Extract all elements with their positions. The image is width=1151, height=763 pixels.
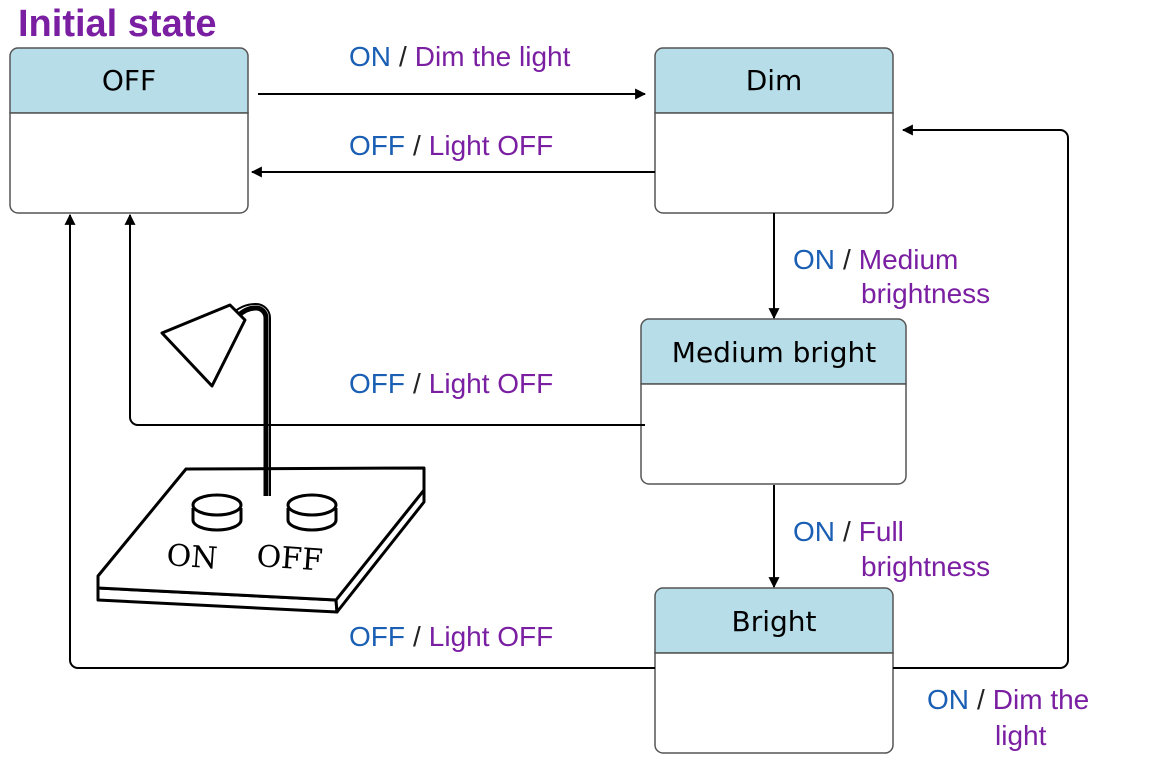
lamp-on-label: ON bbox=[165, 538, 218, 576]
state-medium-bright: Medium bright bbox=[640, 318, 907, 485]
lamp-illustration bbox=[96, 303, 426, 614]
label-bright-to-dim-line2: light bbox=[995, 720, 1047, 751]
lamp-off-button bbox=[286, 493, 338, 532]
state-bright: Bright bbox=[654, 587, 894, 754]
lamp-off-label: OFF bbox=[255, 539, 324, 579]
state-off: OFF bbox=[9, 47, 249, 214]
label-medium-to-bright: ON/Full bbox=[793, 516, 904, 547]
label-medium-to-off: OFF/Light OFF bbox=[349, 368, 553, 399]
state-bright-name: Bright bbox=[732, 605, 817, 638]
label-bright-to-off: OFF/Light OFF bbox=[349, 621, 553, 652]
label-bright-to-dim: ON/Dim the bbox=[927, 684, 1089, 715]
label-off-to-dim: ON/Dim the light bbox=[349, 41, 571, 72]
initial-state-title: Initial state bbox=[18, 3, 217, 45]
lamp-on-button bbox=[191, 493, 243, 532]
label-dim-to-off: OFF/Light OFF bbox=[349, 130, 553, 161]
state-dim: Dim bbox=[654, 47, 894, 214]
label-dim-to-medium: ON/Medium bbox=[793, 244, 958, 275]
label-dim-to-medium-line2: brightness bbox=[861, 278, 990, 309]
state-off-name: OFF bbox=[102, 64, 156, 97]
arrow-bright-to-dim bbox=[893, 124, 1069, 669]
state-medium-name: Medium bright bbox=[672, 336, 876, 369]
state-dim-name: Dim bbox=[746, 64, 803, 97]
label-medium-to-bright-line2: brightness bbox=[861, 551, 990, 582]
arrow-medium-to-off bbox=[124, 213, 645, 426]
arrow-bright-to-off bbox=[64, 213, 655, 669]
